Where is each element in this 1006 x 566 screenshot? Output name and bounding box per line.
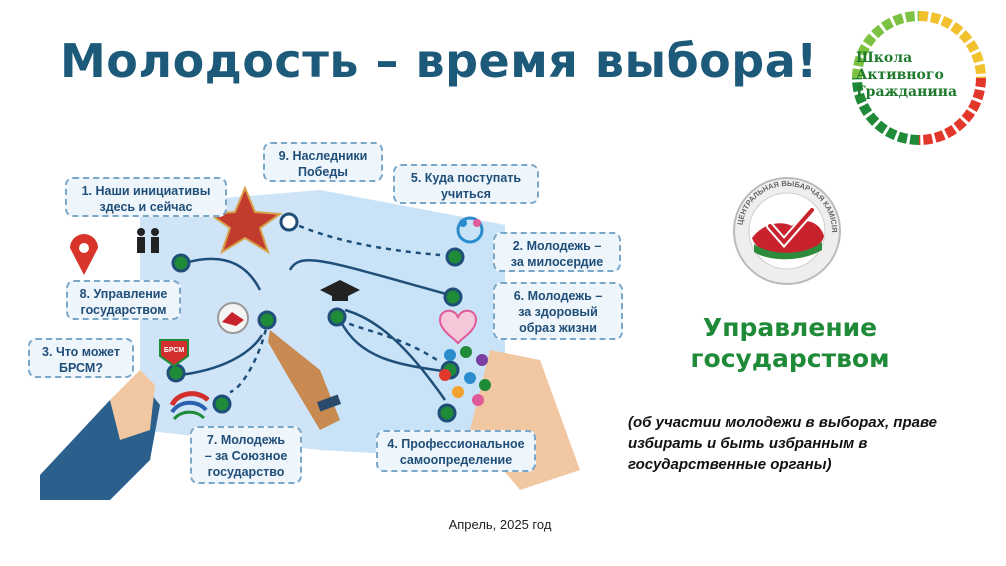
callout-7: 7. Молодежь – за Союзное государство bbox=[190, 426, 302, 484]
callout-9: 9. Наследники Победы bbox=[263, 142, 383, 182]
page-title: Молодость – время выбора! bbox=[60, 34, 818, 88]
school-logo-text: Школа Активного Гражданина bbox=[856, 50, 986, 101]
school-logo-ring bbox=[852, 11, 986, 145]
callout-5: 5. Куда поступать учиться bbox=[393, 164, 539, 204]
subtitle: (об участии молодежи в выборах, праве из… bbox=[628, 414, 937, 473]
node-3 bbox=[166, 363, 186, 383]
community-icon bbox=[439, 346, 491, 406]
wristwatch bbox=[316, 394, 342, 412]
callout-2: 2. Молодежь – за милосердие bbox=[493, 232, 621, 272]
emblem-map-green bbox=[754, 242, 822, 260]
emblem-graphic: ЦЕНТРАЛЬНАЯ ВЫБАРЧАЯ КАМІСІЯ bbox=[733, 177, 841, 285]
brsm-badge-icon: БРСМ bbox=[159, 339, 189, 368]
date-label: Апрель, 2025 год bbox=[448, 517, 552, 532]
brsm-badge-text: БРСМ bbox=[164, 347, 184, 354]
node-8 bbox=[257, 310, 277, 330]
node-9 bbox=[279, 212, 299, 232]
callout-8: 8. Управление государством bbox=[66, 280, 181, 320]
location-pin-icon bbox=[70, 234, 98, 275]
charity-icon bbox=[456, 216, 484, 244]
main-heading: Управление государством bbox=[690, 313, 890, 373]
callout-3: 3. Что может БРСМ? bbox=[28, 338, 134, 378]
heart-icon bbox=[438, 309, 478, 345]
logo-line-1: Школа bbox=[856, 50, 913, 66]
callout-6: 6. Молодежь – за здоровый образ жизни bbox=[493, 282, 623, 340]
left-hand bbox=[110, 370, 155, 440]
small-emblem-icon bbox=[217, 302, 249, 334]
graduation-cap-icon bbox=[320, 280, 360, 301]
node-7 bbox=[212, 394, 232, 414]
union-state-icon bbox=[169, 391, 210, 421]
school-logo bbox=[846, 8, 992, 148]
callout-4: 4. Профессиональное самоопределение bbox=[376, 430, 536, 472]
logo-line-3: Гражданина bbox=[856, 84, 958, 100]
illustration: БРСМ 1. Наши инициативы здесь и сейчас 9… bbox=[0, 130, 623, 510]
node-2 bbox=[445, 247, 465, 267]
people-icon bbox=[137, 228, 159, 253]
node-1 bbox=[171, 253, 191, 273]
node-4b bbox=[437, 403, 457, 423]
election-commission-emblem: ЦЕНТРАЛЬНАЯ ВЫБАРЧАЯ КАМІСІЯ bbox=[732, 176, 842, 286]
node-6 bbox=[443, 287, 463, 307]
logo-line-2: Активного bbox=[856, 67, 944, 83]
callout-1: 1. Наши инициативы здесь и сейчас bbox=[65, 177, 227, 217]
node-5 bbox=[327, 307, 347, 327]
